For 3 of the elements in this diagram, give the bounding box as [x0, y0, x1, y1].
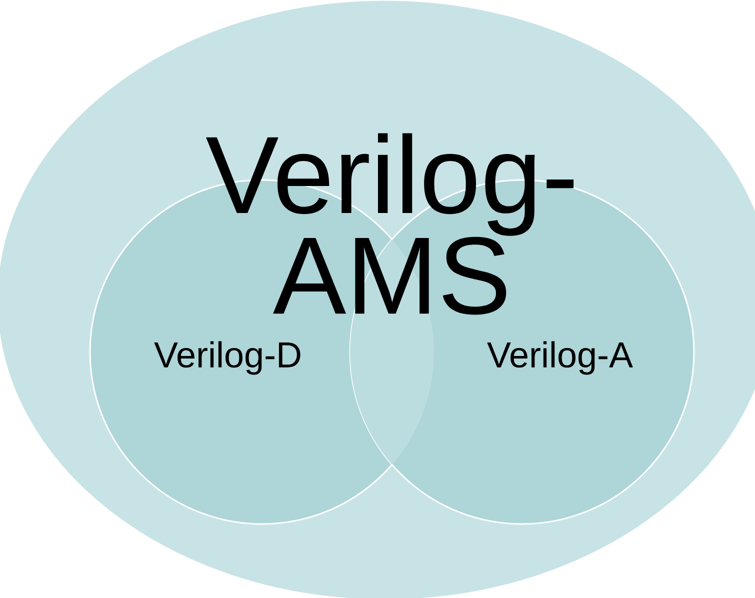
title-text: Verilog-AMS: [206, 133, 574, 315]
circle-label: Verilog-D: [154, 341, 300, 375]
circle-label: Verilog-A: [487, 341, 633, 375]
